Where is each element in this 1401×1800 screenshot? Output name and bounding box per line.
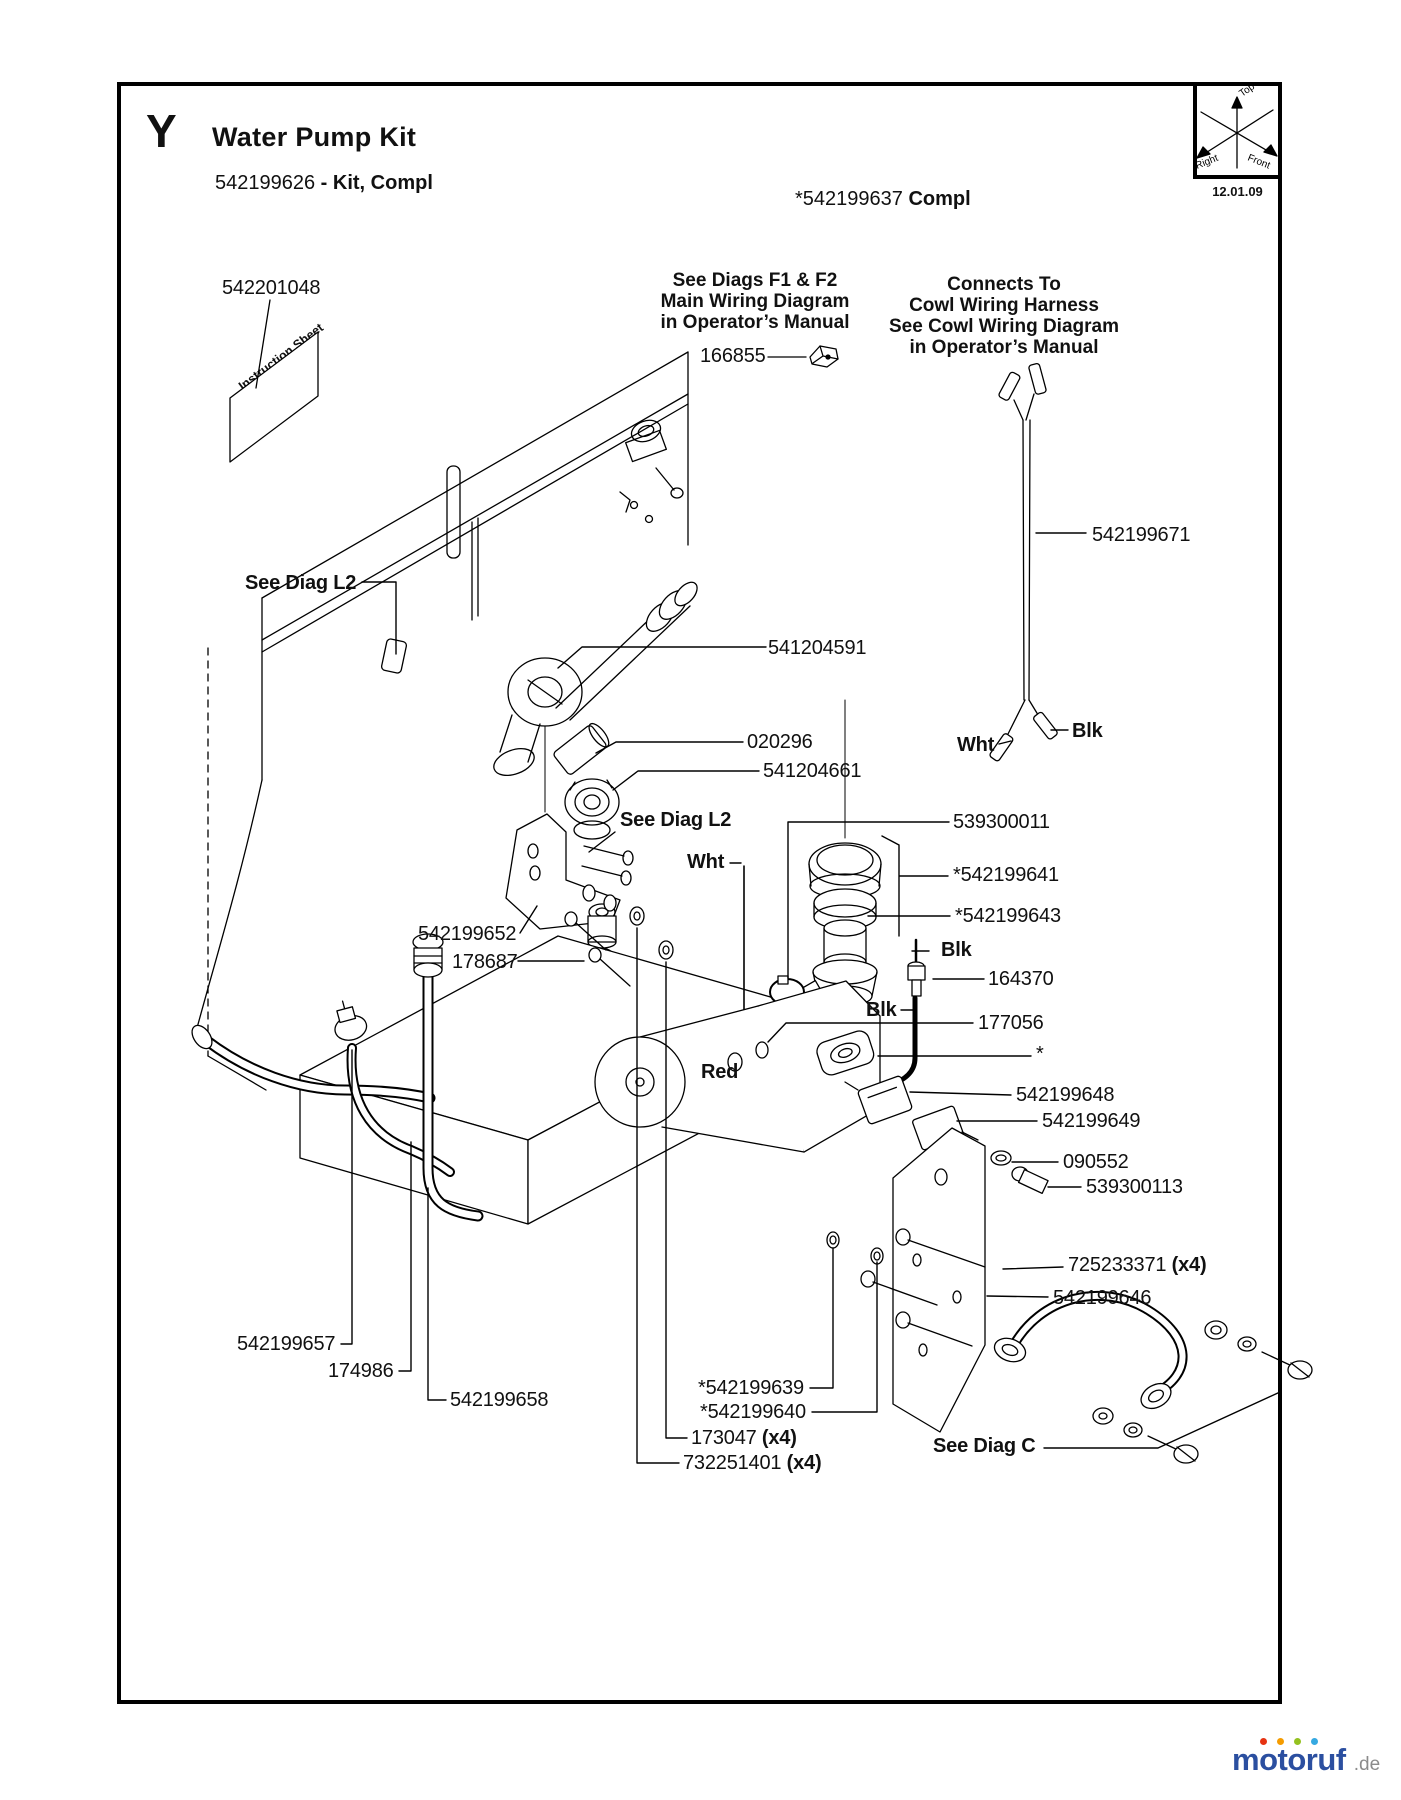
watermark-dot: [1277, 1738, 1284, 1745]
compl-reference: *542199637 Compl: [795, 188, 971, 211]
callout-178687: 178687: [452, 951, 518, 973]
callout-542199641: *542199641: [953, 864, 1059, 886]
callout-542199657: 542199657: [237, 1333, 336, 1355]
watermark-dot: [1260, 1738, 1267, 1745]
callout-020296: 020296: [747, 731, 813, 753]
watermark-brand: motoruf: [1232, 1738, 1354, 1777]
callout-725233371: 725233371 (x4): [1068, 1254, 1207, 1276]
kit-part-line: 542199626 - Kit, Compl: [215, 172, 433, 195]
page-title: Water Pump Kit: [212, 122, 417, 152]
watermark-dot: [1294, 1738, 1301, 1745]
revision-date: 12.01.09: [1212, 184, 1263, 199]
watermark-tld: .de: [1353, 1754, 1381, 1775]
wire-label-blk-wire: Blk: [866, 999, 897, 1021]
section-letter: Y: [146, 105, 177, 157]
compass-front-label: Front: [1246, 153, 1272, 172]
callout-542199652: 542199652: [418, 923, 517, 945]
callout-166855: 166855: [700, 345, 766, 367]
callout-164370: 164370: [988, 968, 1054, 990]
callout-539300011: 539300011: [953, 811, 1050, 833]
u-hose-assembly-drawing: [993, 1290, 1313, 1464]
cowl-harness-drawing: [989, 362, 1058, 762]
compass-icon: Top Right Front: [1194, 81, 1278, 172]
callout-542199640: *542199640: [700, 1401, 806, 1423]
watermark-dot: [1311, 1738, 1318, 1745]
compl-part-number: *542199637: [795, 188, 903, 210]
wire-label-red: Red: [701, 1061, 739, 1083]
see-diag-l2-upper: See Diag L2: [245, 572, 357, 594]
see-diag-c: See Diag C: [933, 1435, 1036, 1457]
callout-177056: 177056: [978, 1012, 1044, 1034]
cowl-wiring-note-line4: in Operator’s Manual: [909, 337, 1099, 358]
wire-label-wht-harness: Wht: [957, 734, 995, 756]
callout-542199658: 542199658: [450, 1389, 549, 1411]
main-wiring-note-line1: See Diags F1 & F2: [672, 270, 838, 291]
wiring-connector-icon: [767, 345, 839, 368]
compl-suffix: Compl: [908, 188, 971, 210]
callout-542199648: 542199648: [1016, 1084, 1115, 1106]
callout-090552: 090552: [1063, 1151, 1129, 1173]
see-diag-l2-lower: See Diag L2: [620, 809, 732, 831]
footnote-asterisk: *: [1036, 1043, 1044, 1065]
site-watermark: motoruf .de: [1232, 1738, 1381, 1778]
kit-part-suffix: - Kit, Compl: [320, 172, 433, 194]
cowl-wiring-note-line3: See Cowl Wiring Diagram: [889, 316, 1119, 337]
leader-lines: [340, 532, 1281, 1464]
pump-assembly-drawing: [564, 884, 979, 1265]
callout-542199639: *542199639: [698, 1377, 804, 1399]
instruction-sheet-shape: [229, 299, 319, 463]
callout-542199671: 542199671: [1092, 524, 1191, 546]
cowl-wiring-note: Connects To Cowl Wiring Harness See Cowl…: [879, 274, 1129, 358]
callout-541204661: 541204661: [763, 760, 862, 782]
callout-542199649: 542199649: [1042, 1110, 1141, 1132]
hoses-drawing: [191, 933, 484, 1222]
callout-542199646: 542199646: [1053, 1287, 1152, 1309]
callout-542201048: 542201048: [222, 277, 321, 299]
compass-top-label: Top: [1237, 81, 1257, 100]
wire-label-blk-harness: Blk: [1072, 720, 1103, 742]
cowl-wiring-note-line2: Cowl Wiring Harness: [909, 295, 1099, 316]
main-wiring-note-line3: in Operator’s Manual: [660, 312, 850, 333]
cowl-wiring-note-line1: Connects To: [947, 274, 1061, 295]
callout-173047: 173047 (x4): [691, 1427, 797, 1449]
callout-174986: 174986: [328, 1360, 394, 1382]
wire-label-blk-boot: Blk: [941, 939, 972, 961]
callout-539300113: 539300113: [1086, 1176, 1183, 1198]
main-wiring-note: See Diags F1 & F2 Main Wiring Diagram in…: [630, 270, 880, 333]
callout-542199643: *542199643: [955, 905, 1061, 927]
page-border: [117, 82, 1282, 1704]
wire-label-wht-pump: Wht: [687, 851, 725, 873]
water-tube-assembly-drawing: [493, 581, 698, 840]
kit-part-number: 542199626: [215, 172, 316, 194]
callout-732251401: 732251401 (x4): [683, 1452, 822, 1474]
main-wiring-note-line2: Main Wiring Diagram: [660, 291, 850, 312]
callout-541204591: 541204591: [768, 637, 867, 659]
back-panel-drawing: [196, 351, 689, 1091]
mounting-plate-drawing: [860, 1127, 1049, 1433]
